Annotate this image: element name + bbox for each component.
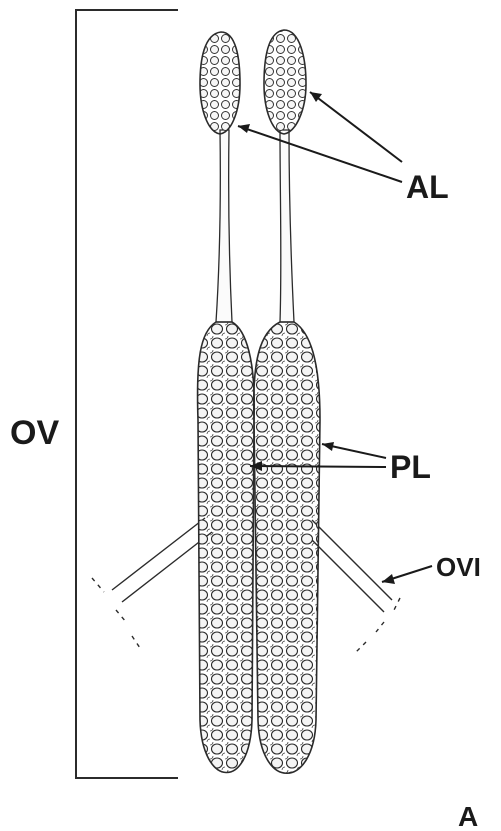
panel-letter: A (458, 801, 478, 831)
al-pointer-lower (238, 126, 402, 182)
label-pl: PL (390, 449, 431, 485)
stalks (216, 130, 294, 322)
posterior-lobe-right (254, 322, 320, 773)
label-ovi: OVI (436, 552, 481, 582)
label-al: AL (406, 169, 449, 205)
al-pointer-upper (310, 92, 402, 162)
oviduct-left (92, 518, 212, 648)
oviduct-right (308, 520, 400, 652)
anterior-lobe-left (200, 32, 240, 134)
pl-arrowhead-upper (322, 442, 334, 451)
pl-pointer-lower (250, 466, 386, 467)
al-arrowhead-lower (238, 124, 250, 133)
ovary-bracket (76, 10, 178, 778)
anterior-lobe-right (264, 30, 306, 134)
label-ov: OV (10, 414, 59, 452)
ovi-arrowhead (382, 574, 395, 584)
posterior-lobe-left (198, 322, 255, 773)
